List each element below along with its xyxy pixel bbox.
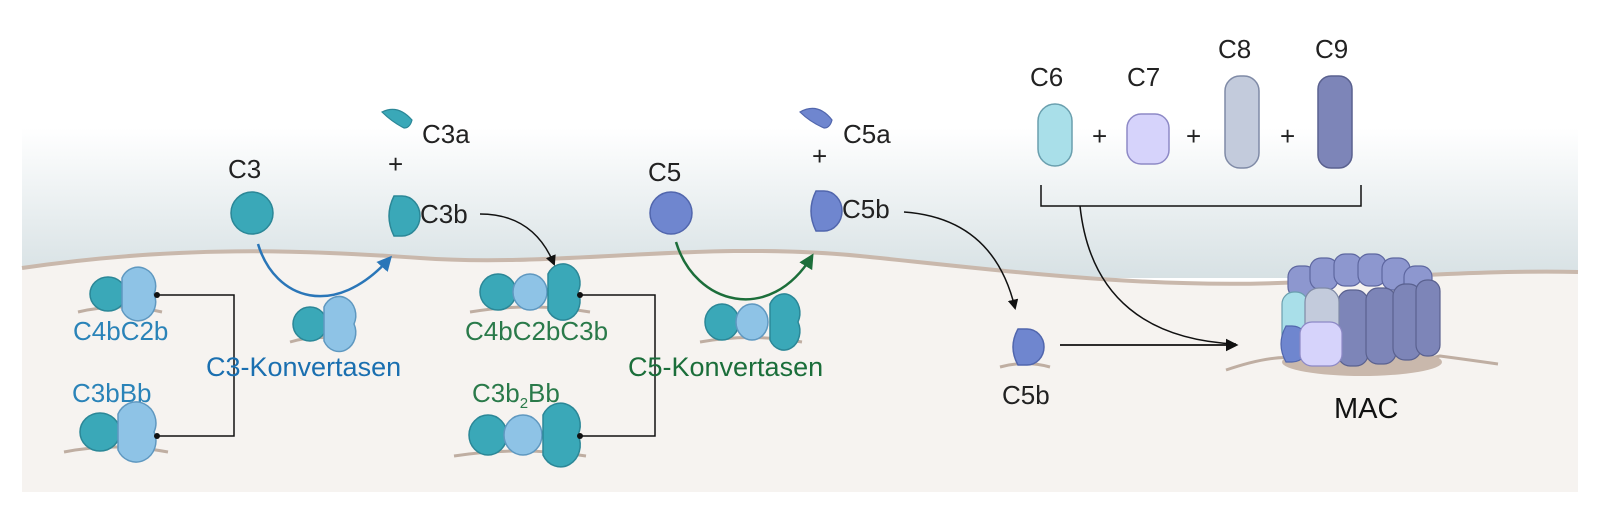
plus-c7-c8: + <box>1186 121 1201 151</box>
c5-cleavage-arrow <box>674 241 814 301</box>
c5a-label: C5a <box>843 119 891 149</box>
cell-membrane-area <box>22 250 1578 492</box>
c7-molecule-icon <box>1126 113 1170 165</box>
c3-plus: + <box>388 149 403 179</box>
c3b2bb-label: C3b2Bb <box>472 378 560 412</box>
c5-convertase-bracket <box>577 292 656 439</box>
c3-molecule-icon <box>230 191 274 235</box>
c3b-to-c5-convertase-arrow <box>479 213 556 266</box>
c8-label: C8 <box>1218 34 1251 64</box>
convertase-c4bc2bc3b <box>469 263 591 321</box>
c5-plus: + <box>812 141 827 171</box>
c5b-membrane-bound <box>999 328 1051 369</box>
c5b-fragment-icon <box>810 190 843 232</box>
c5-molecule-icon <box>649 191 693 235</box>
c5-label: C5 <box>648 157 681 187</box>
c3-convertase-bracket <box>154 292 235 439</box>
c3b-label: C3b <box>420 199 468 229</box>
c5b-label: C5b <box>842 194 890 224</box>
c4bc2b-label: C4bC2b <box>73 316 168 346</box>
c6-c9-bracket <box>1040 185 1362 207</box>
convertase-c4bc2b <box>77 266 163 322</box>
convertase-c3bbb <box>63 401 169 463</box>
c8-molecule-icon <box>1224 75 1260 169</box>
c9-molecule-icon <box>1317 75 1353 169</box>
c6-molecule-icon <box>1037 103 1073 167</box>
mac-label: MAC <box>1334 393 1398 425</box>
c3a-fragment-icon <box>380 108 413 129</box>
c3b-fragment-icon <box>388 195 421 237</box>
mac-pore-icon <box>1225 253 1499 376</box>
c3-convertase-title: C3-Konvertasen <box>206 352 401 382</box>
convertase-c3b2bb <box>453 402 587 468</box>
c5b-insertion-arrow <box>903 211 1019 311</box>
c3-label: C3 <box>228 154 261 184</box>
c3-convertase-enzyme <box>289 295 357 353</box>
c6-c9-to-mac-arrow <box>1079 205 1237 345</box>
c4bc2bc3b-label: C4bC2bC3b <box>465 316 608 346</box>
c7-label: C7 <box>1127 62 1160 92</box>
plus-c8-c9: + <box>1280 121 1295 151</box>
c5-convertase-title: C5-Konvertasen <box>628 352 823 382</box>
c5b-free-label: C5b <box>1002 380 1050 410</box>
c3a-label: C3a <box>422 119 470 149</box>
c3-cleavage-arrow <box>256 243 392 298</box>
c9-label: C9 <box>1315 34 1348 64</box>
c5a-fragment-icon <box>799 107 833 129</box>
c5-convertase-enzyme <box>699 293 803 351</box>
plus-c6-c7: + <box>1092 121 1107 151</box>
c6-label: C6 <box>1030 62 1063 92</box>
